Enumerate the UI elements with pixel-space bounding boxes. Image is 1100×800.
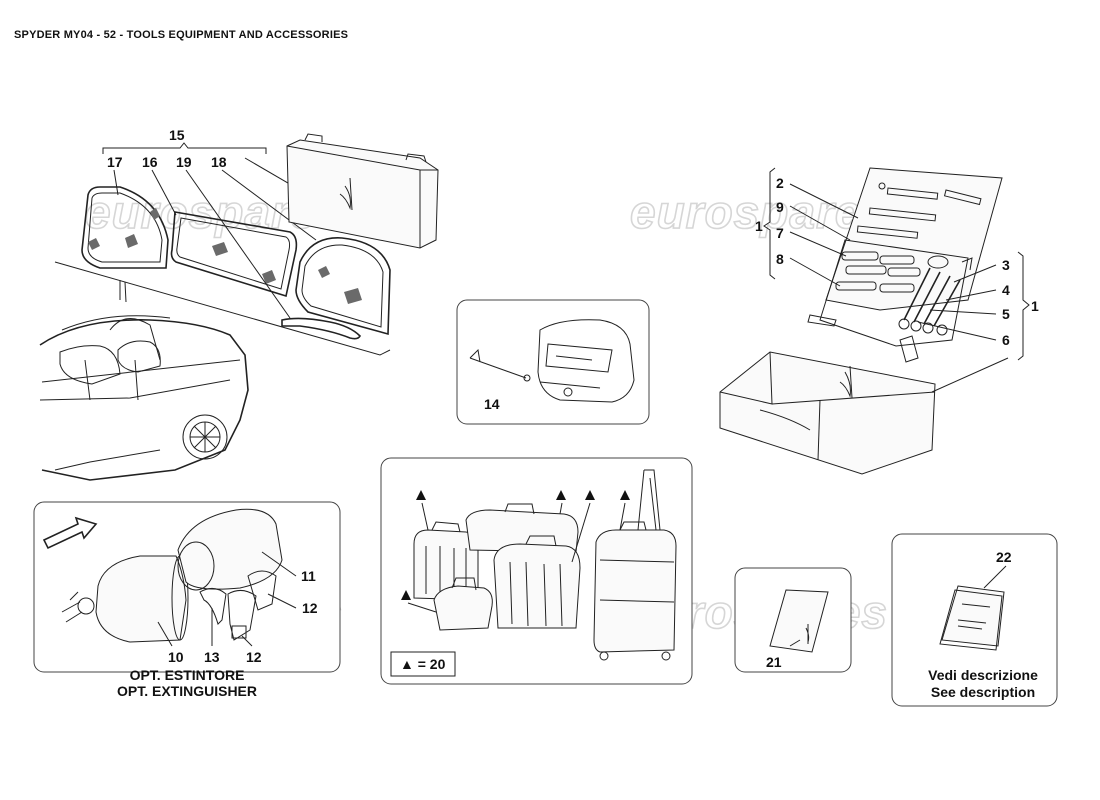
- triangle-marker-5: [620, 490, 630, 500]
- panel-extinguisher: [33, 501, 341, 673]
- caption-extinguisher-en: OPT. EXTINGUISHER: [117, 683, 257, 699]
- callout-8: 8: [776, 251, 784, 267]
- wind-deflector-assembly: [54, 133, 439, 356]
- panel-luggage-set: [380, 457, 693, 685]
- panel-owner-manual: [734, 567, 852, 673]
- callout-1-right: 1: [1031, 298, 1039, 314]
- callout-6: 6: [1002, 332, 1010, 348]
- triangle-marker-4: [585, 490, 595, 500]
- callout-9: 9: [776, 199, 784, 215]
- car-sketch: [39, 315, 249, 481]
- watermark-top-right: eurospares: [630, 186, 888, 238]
- panel-wheel-brace: [456, 299, 650, 425]
- caption-description-it: Vedi descrizione: [928, 667, 1038, 683]
- triangle-marker-2: [401, 590, 411, 600]
- luggage-legend: ▲ = 20: [400, 656, 446, 672]
- callout-13: 13: [204, 649, 220, 665]
- callout-19: 19: [176, 154, 192, 170]
- callout-12-right: 12: [302, 600, 318, 616]
- callout-21: 21: [766, 654, 782, 670]
- callout-2: 2: [776, 175, 784, 191]
- callout-16: 16: [142, 154, 158, 170]
- callout-4: 4: [1002, 282, 1010, 298]
- callout-12-bottom: 12: [246, 649, 262, 665]
- triangle-marker-1: [416, 490, 426, 500]
- callout-18: 18: [211, 154, 227, 170]
- page-title: SPYDER MY04 - 52 - TOOLS EQUIPMENT AND A…: [14, 29, 349, 41]
- callout-labels: 15 17 16 19 18 14 2 9 7 8 1 3 4 5 6 1 11…: [107, 127, 1039, 672]
- callout-11: 11: [301, 568, 316, 584]
- panel-documents: [891, 533, 1058, 707]
- tool-kit-assembly: [719, 167, 1030, 475]
- callout-17: 17: [107, 154, 123, 170]
- callout-3: 3: [1002, 257, 1010, 273]
- callout-14: 14: [484, 396, 500, 412]
- callout-10: 10: [168, 649, 184, 665]
- caption-description-en: See description: [931, 684, 1035, 700]
- triangle-marker-3: [556, 490, 566, 500]
- callout-5: 5: [1002, 306, 1010, 322]
- caption-extinguisher-it: OPT. ESTINTORE: [130, 667, 245, 683]
- callout-22: 22: [996, 549, 1012, 565]
- captions: OPT. ESTINTORE OPT. EXTINGUISHER Vedi de…: [117, 667, 1038, 700]
- callout-1-left: 1: [755, 218, 763, 234]
- callout-15: 15: [169, 127, 185, 143]
- callout-7: 7: [776, 225, 784, 241]
